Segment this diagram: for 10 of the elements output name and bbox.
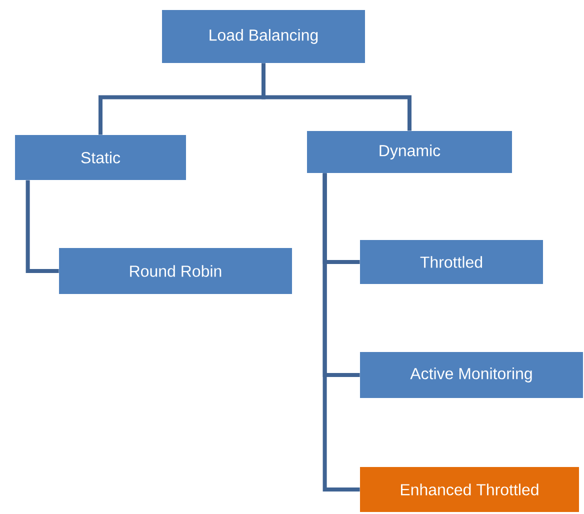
connector <box>322 173 360 492</box>
connector <box>262 63 412 131</box>
category-box: Active Monitoring <box>360 352 583 398</box>
category-box: Throttled <box>360 240 543 284</box>
category-box: Dynamic <box>307 131 512 173</box>
category-box: Static <box>15 135 186 180</box>
connector <box>26 180 59 273</box>
category-box: Round Robin <box>59 248 292 294</box>
category-box: Load Balancing <box>162 10 365 63</box>
category-box: Enhanced Throttled <box>360 467 579 512</box>
